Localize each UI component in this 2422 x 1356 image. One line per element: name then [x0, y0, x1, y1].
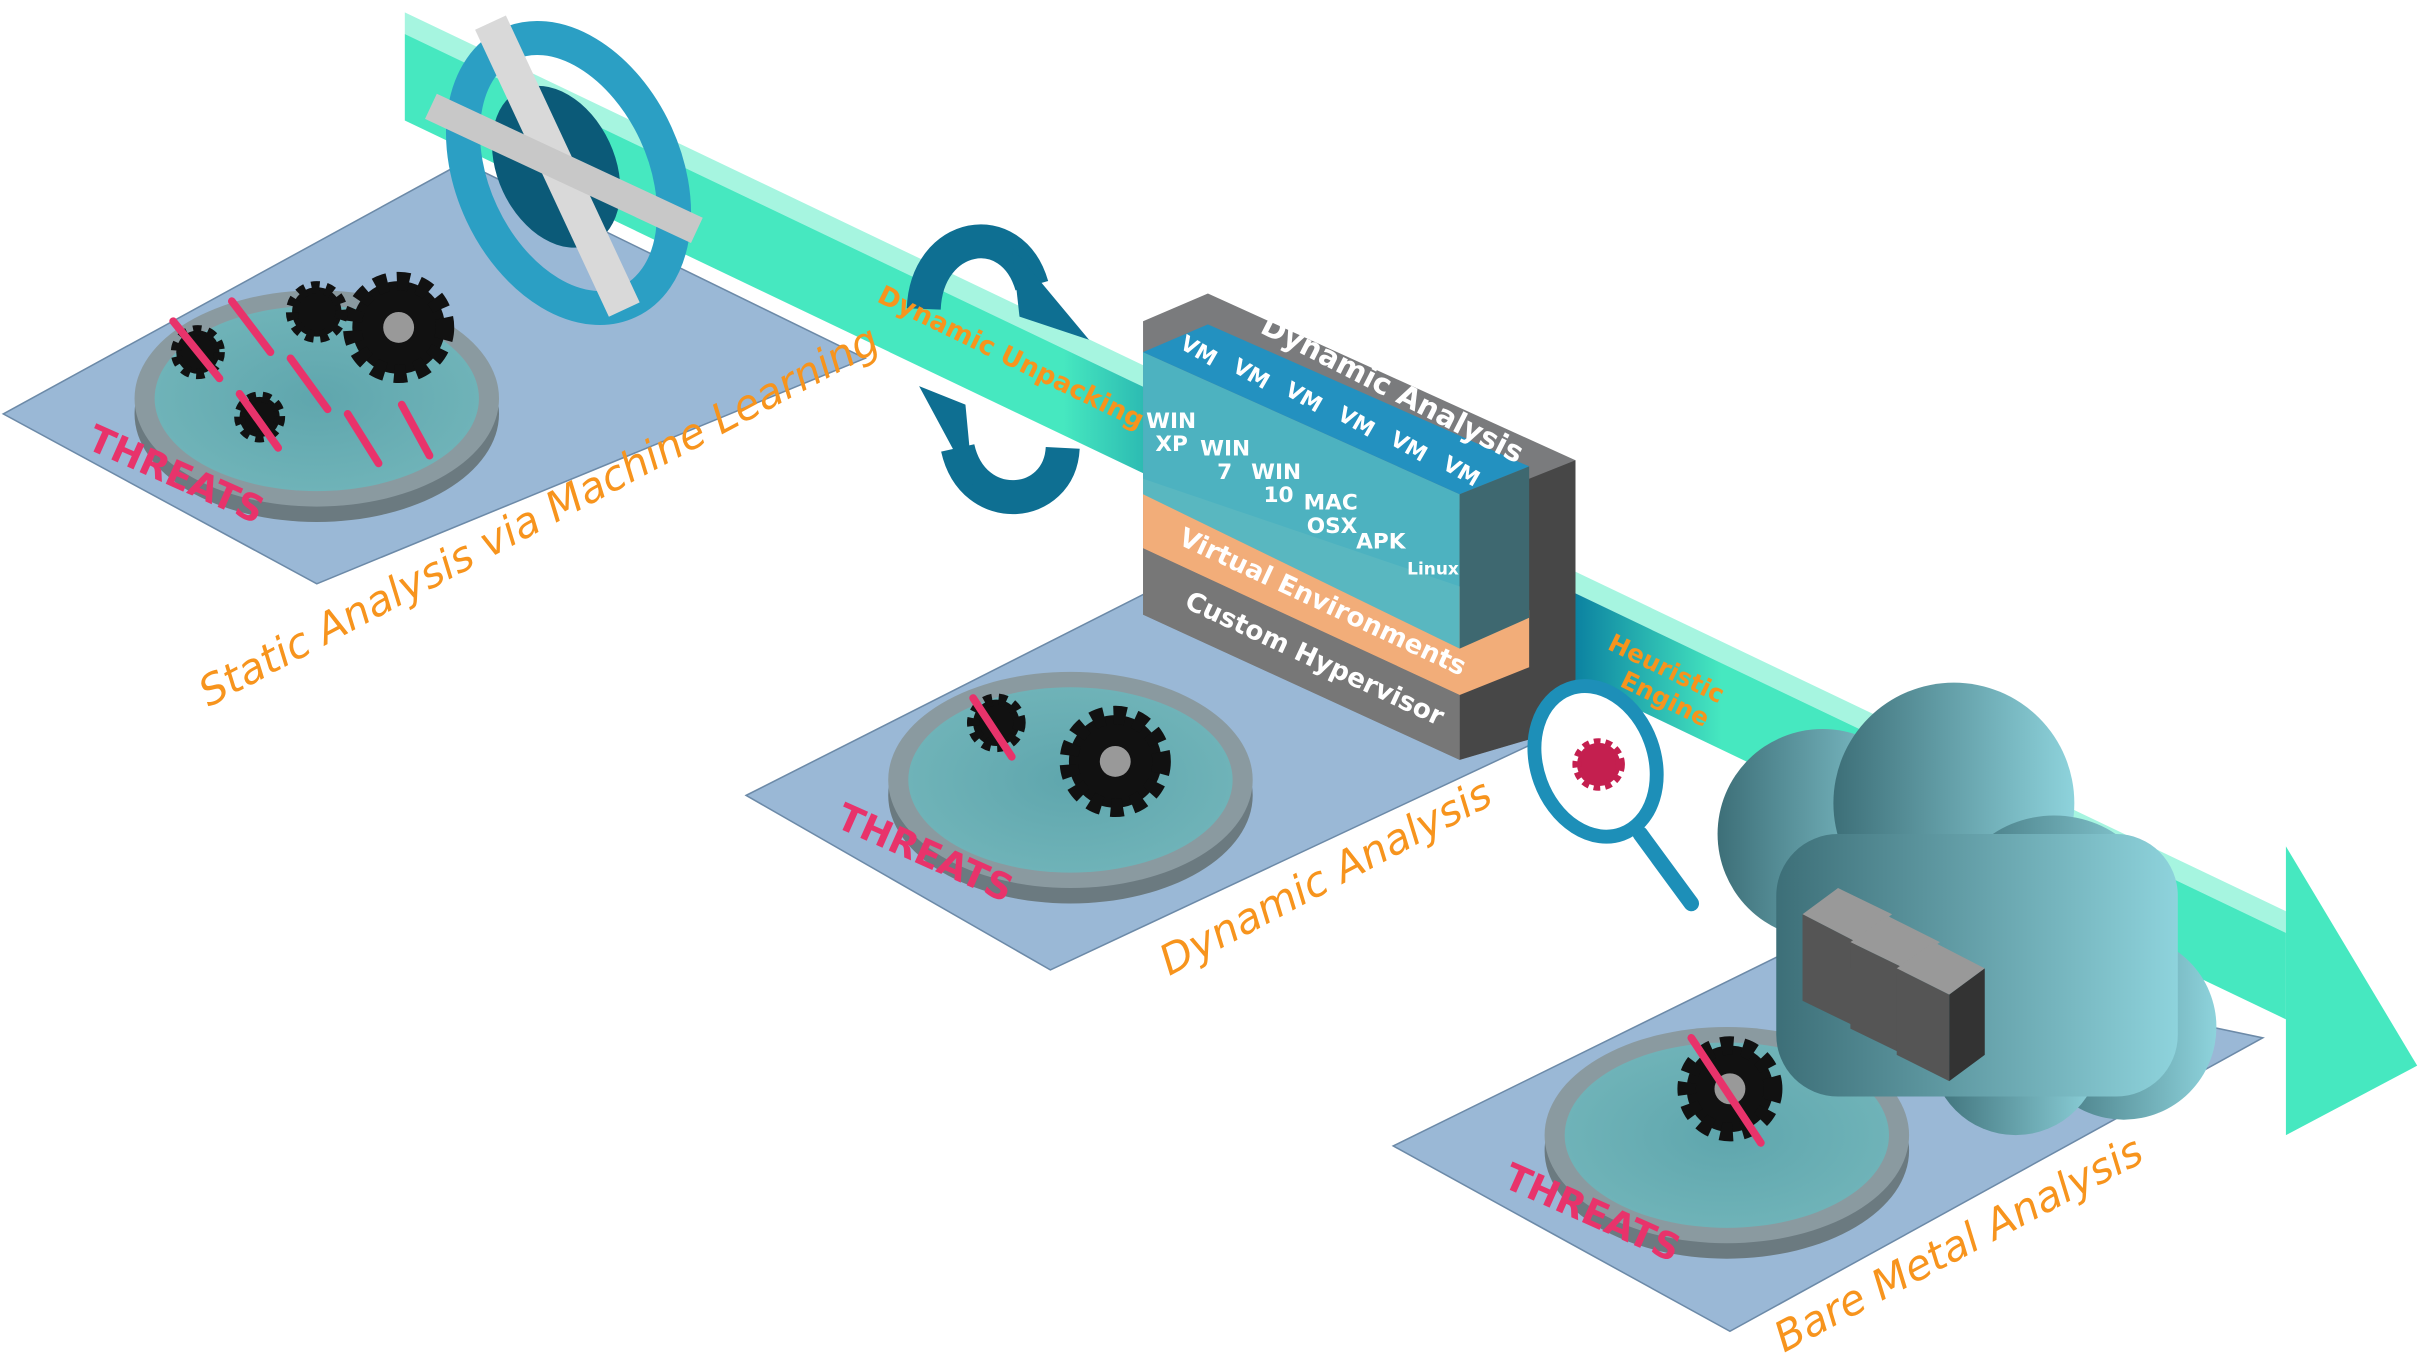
arrowhead-bottom	[919, 386, 974, 487]
server-rack-icon	[1802, 888, 1985, 1082]
vm-os-mac: MAC	[1304, 491, 1358, 516]
vm-os-win10-2: 10	[1264, 483, 1294, 508]
cloud-icon	[1717, 682, 2217, 1136]
vm-block	[1143, 293, 1576, 760]
vm-os-apk: APK	[1356, 529, 1407, 554]
vm-os-win7: WIN	[1200, 437, 1250, 462]
crosshair-target-icon	[425, 15, 703, 325]
biohazard-gear-icon	[170, 271, 1783, 1142]
blocked-threat-marks	[169, 297, 1765, 1147]
vm-os-mac-2: OSX	[1307, 514, 1358, 539]
magnifier-icon	[1527, 679, 1700, 912]
vm-os-winxp-2: XP	[1155, 432, 1188, 457]
arrowhead-top	[1011, 247, 1089, 340]
vm-os-win7-2: 7	[1217, 460, 1232, 485]
vm-os-linux: Linux	[1407, 560, 1459, 580]
vm-os-win10: WIN	[1251, 460, 1301, 485]
vm-os-winxp: WIN	[1146, 409, 1196, 434]
